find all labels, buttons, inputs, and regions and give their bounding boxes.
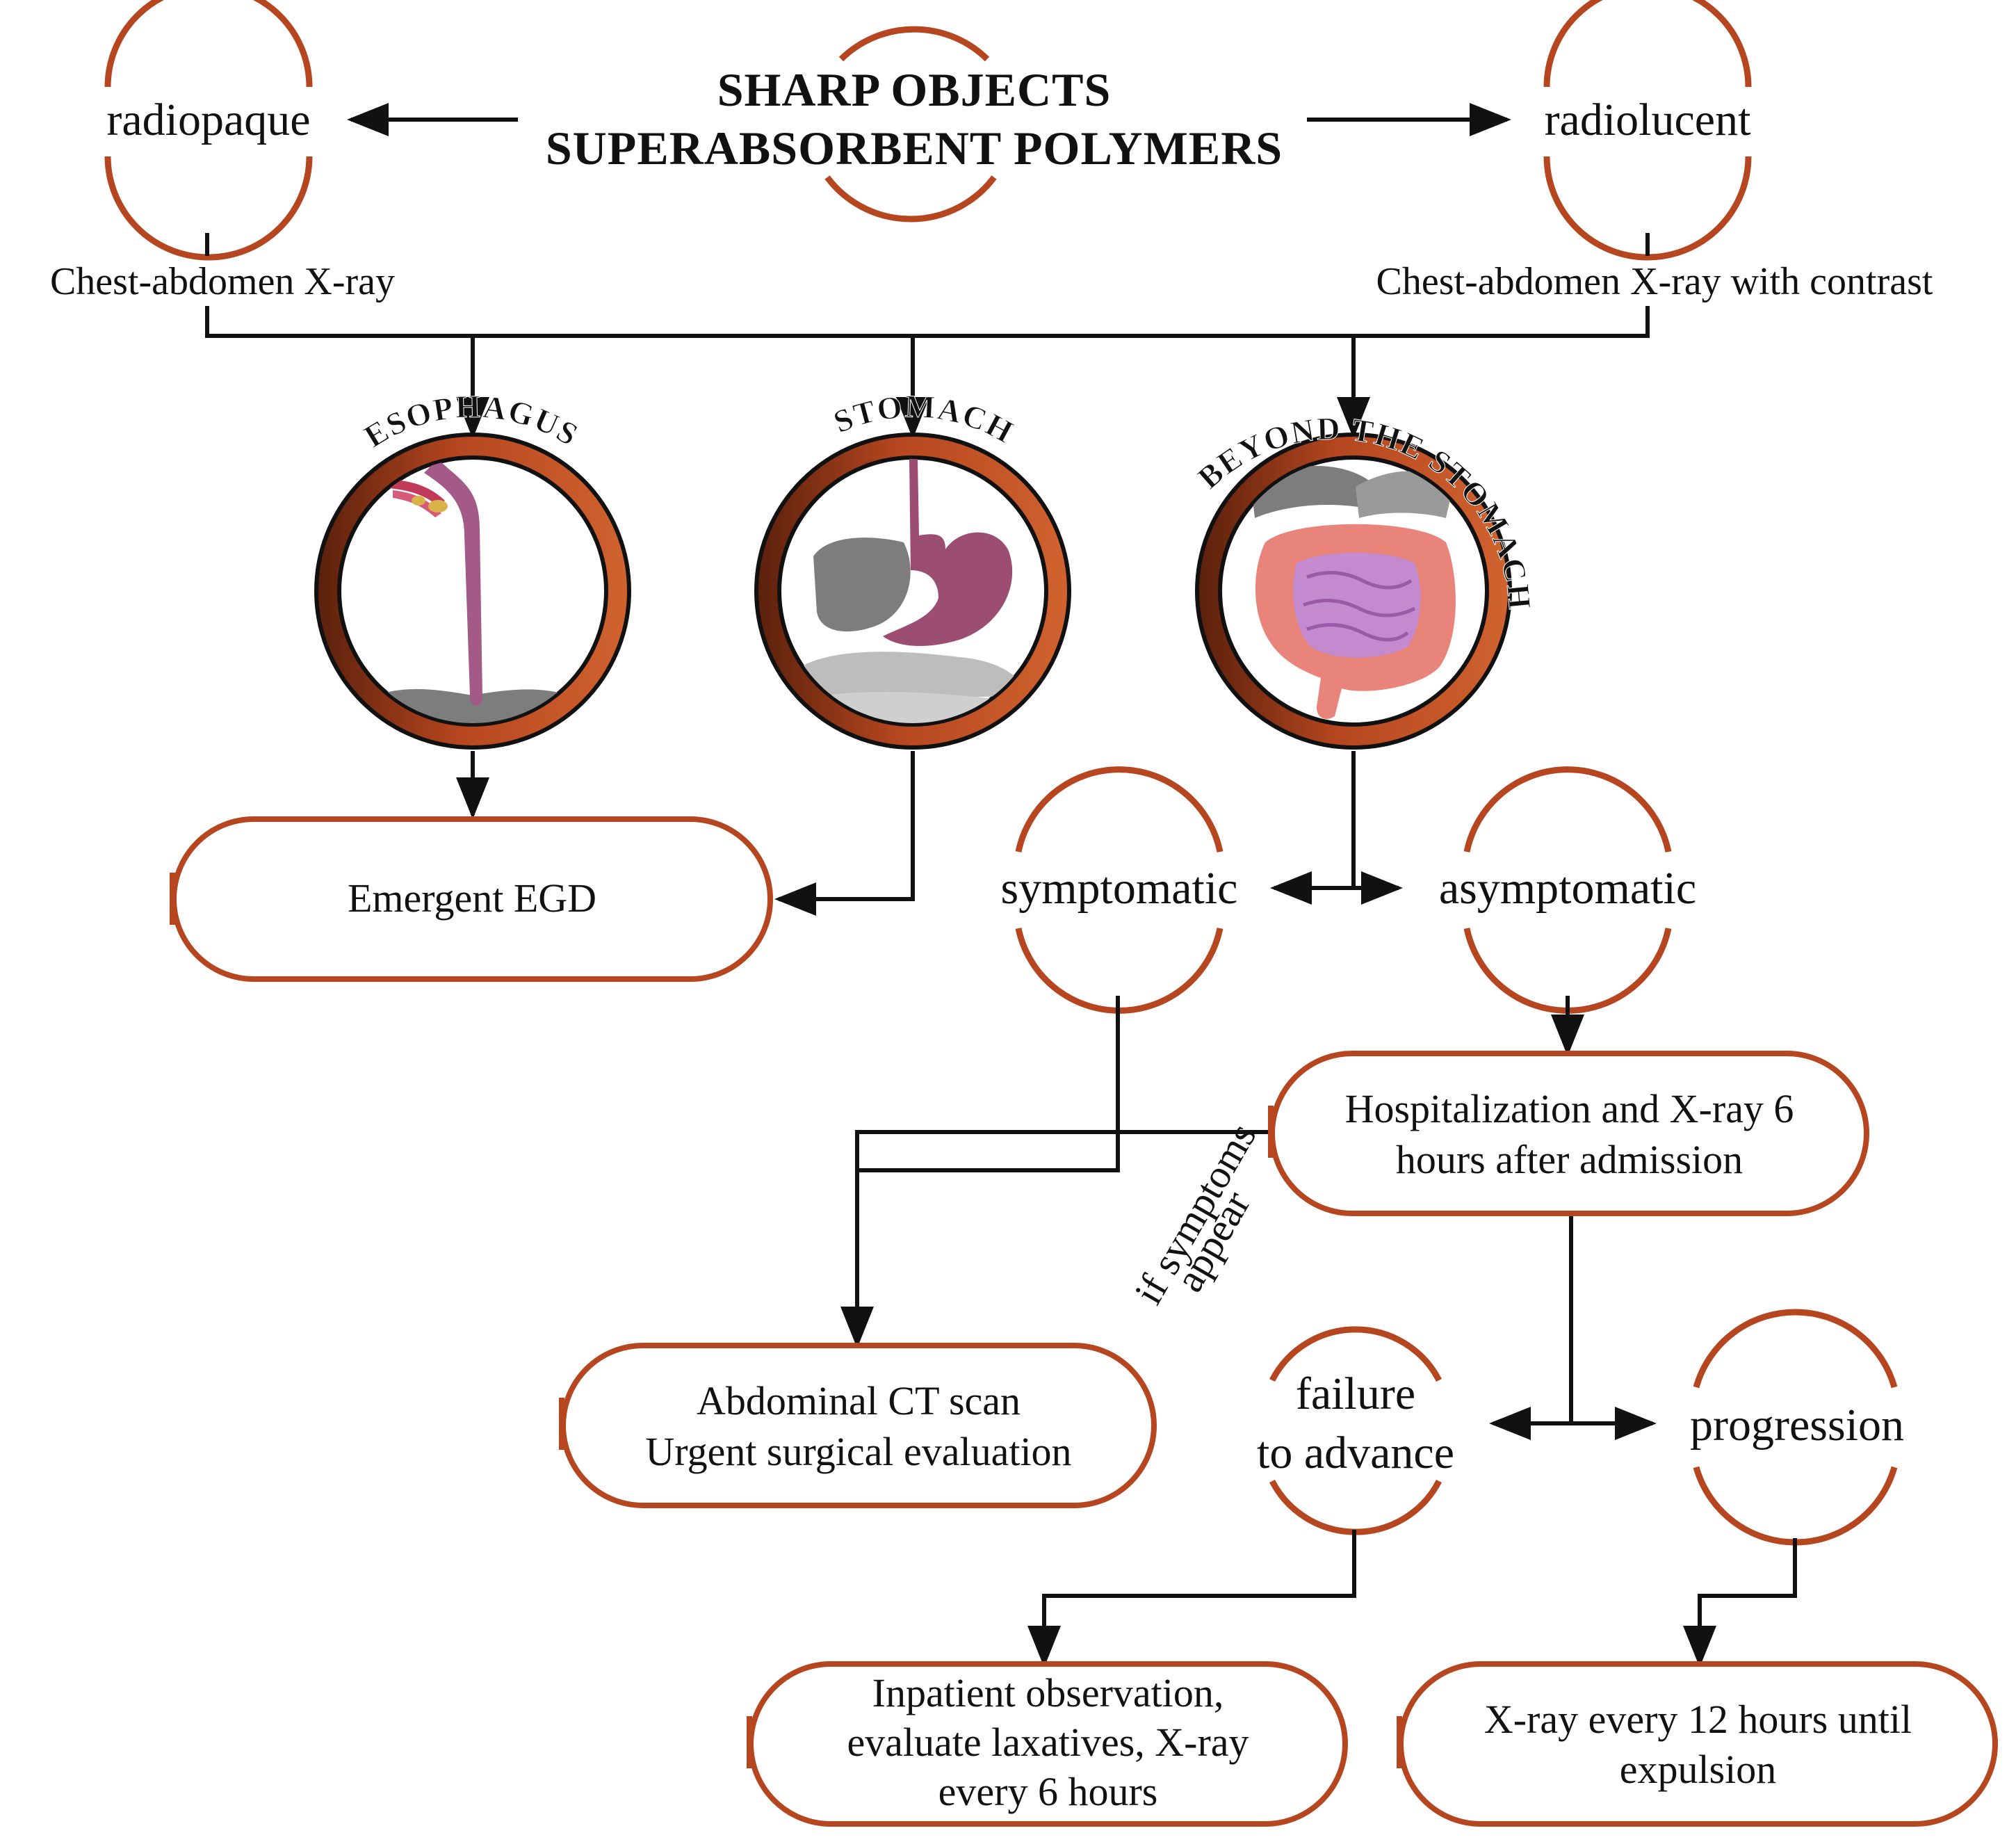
arrow-to-ct	[840, 1130, 1270, 1348]
arrow-progression-xray	[1683, 1538, 1797, 1667]
ring-radiolucent-bottom	[1543, 156, 1752, 261]
box-xray-line2: expulsion	[1619, 1747, 1777, 1792]
label-stomach: STOMACH	[829, 388, 1020, 450]
box-ct-line2: Urgent surgical evaluation	[645, 1429, 1072, 1474]
imaging-radiolucent: Chest-abdomen X-ray with contrast	[1376, 260, 1933, 303]
box-hosp-line1: Hospitalization and X-ray 6	[1344, 1086, 1794, 1131]
esophagus-illustration	[314, 433, 631, 750]
node-asymptomatic: asymptomatic	[1438, 863, 1697, 914]
node-symptomatic: symptomatic	[1000, 863, 1238, 914]
node-failure-line1: failure	[1295, 1368, 1416, 1419]
box-inpatient-line3: every 6 hours	[938, 1769, 1158, 1814]
imaging-merge-line	[205, 306, 1650, 338]
ring-radiopaque-bottom	[104, 156, 313, 261]
box-xray-line1: X-ray every 12 hours until	[1483, 1697, 1912, 1742]
arrow-failure-inpatient	[1027, 1530, 1356, 1667]
box-tabs	[170, 873, 1402, 1768]
node-failure-line2: to advance	[1256, 1428, 1454, 1478]
ring-symptomatic-top	[1015, 766, 1224, 853]
beyond-stomach-illustration	[1195, 433, 1512, 750]
box-inpatient-line1: Inpatient observation,	[872, 1670, 1224, 1715]
box-inpatient-line2: evaluate laxatives, X-ray	[847, 1720, 1249, 1765]
boxes	[171, 816, 1998, 1827]
box-egd-label: Emergent EGD	[347, 875, 597, 921]
ring-radiolucent-top	[1543, 0, 1752, 88]
node-radiolucent: radiolucent	[1544, 95, 1751, 145]
node-radiopaque: radiopaque	[106, 95, 311, 145]
imaging-radiopaque: Chest-abdomen X-ray	[49, 260, 396, 303]
connectors	[205, 103, 1797, 1667]
diagram-title-line2: SUPERABSORBENT POLYMERS	[545, 122, 1283, 175]
diagram-title-line1: SHARP OBJECTS	[717, 63, 1112, 116]
ring-failure-top	[1269, 1326, 1442, 1382]
ring-radiopaque-top	[104, 0, 313, 88]
ring-asymptomatic-top	[1463, 766, 1672, 853]
ring-title-top	[838, 26, 990, 62]
stomach-illustration	[754, 433, 1071, 750]
label-beyond-the-stomach: BEYOND THE STOMACH	[1191, 410, 1538, 612]
node-progression: progression	[1690, 1400, 1904, 1451]
line-symptomatic-down	[857, 996, 1120, 1172]
box-hosp-line2: hours after admission	[1395, 1137, 1743, 1182]
ring-title-bottom	[824, 175, 997, 223]
box-ct-line1: Abdominal CT scan	[696, 1378, 1021, 1423]
label-esophagus: ESOPHAGUS	[358, 389, 585, 455]
ring-progression-top	[1693, 1309, 1898, 1389]
arrow-stomach-egd	[774, 751, 915, 916]
